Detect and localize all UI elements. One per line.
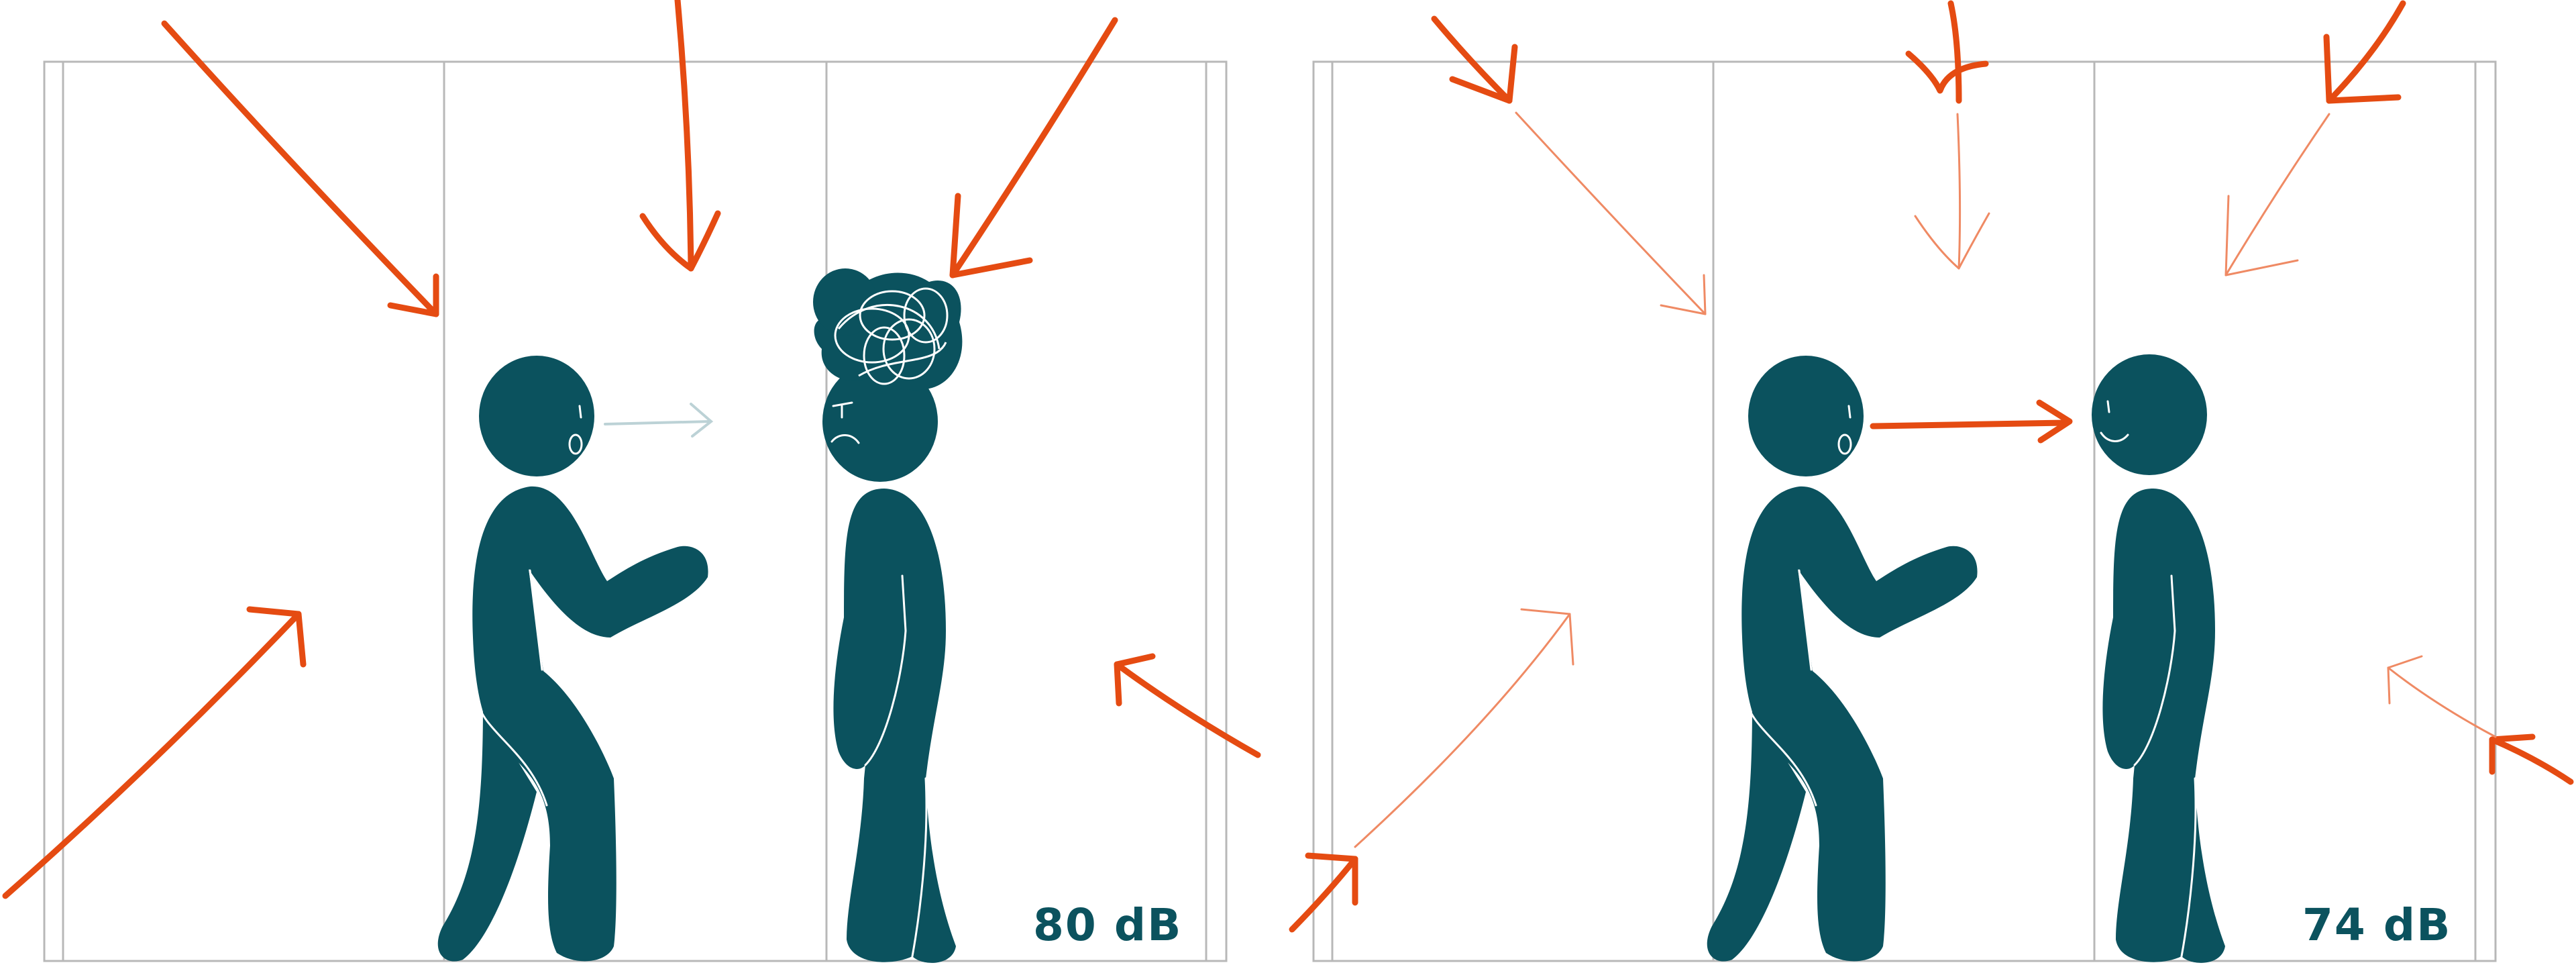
sound-arrow-icon [2323,0,2406,104]
sound-arrow-icon [1354,608,1574,848]
sound-arrow-icon [1431,15,1518,104]
stick-person-icon [437,356,708,962]
noise-arrows-outside [1289,0,2574,933]
speech-arrow-weak [604,403,714,438]
sound-arrow-icon [1114,653,1261,758]
sound-arrow-icon [639,0,721,272]
stick-person-icon [1707,356,1978,962]
sound-arrow-icon [2489,733,2574,785]
sound-arrow-icon [1914,113,1990,270]
scene-loud-room: 80 dB [2,0,1261,963]
sound-arrow-icon [949,17,1118,278]
room-walls [1312,60,2497,962]
speech-arrow-strong [1870,399,2073,444]
sound-arrow-icon [1515,111,1707,315]
room-walls [43,60,1228,962]
sound-arrow-icon [1905,0,1989,104]
speaker-person [437,356,708,962]
stick-person-icon [2092,354,2225,963]
listener-person-calm [2092,354,2225,963]
sound-arrow-icon [1289,852,1358,933]
scene-loud-room-illustration [2,0,1261,963]
scene-quiet-room-illustration [1289,0,2574,963]
noise-arrows [2,0,1261,899]
noise-arrows-dampened [1354,111,2497,848]
noise-level-label: 74 dB [2302,899,2452,951]
sound-arrow-icon [2224,113,2330,276]
sound-arrow-icon [2,606,307,899]
noise-level-label: 80 dB [1033,899,1183,951]
stick-person-icon [822,361,956,963]
listener-person-stressed [813,268,963,963]
sound-arrow-icon [161,20,439,317]
scribble-stress-icon [813,268,963,391]
scene-quiet-room: 74 dB [1288,0,2576,965]
speaker-person [1707,356,1978,962]
sound-arrow-icon [2387,655,2497,738]
